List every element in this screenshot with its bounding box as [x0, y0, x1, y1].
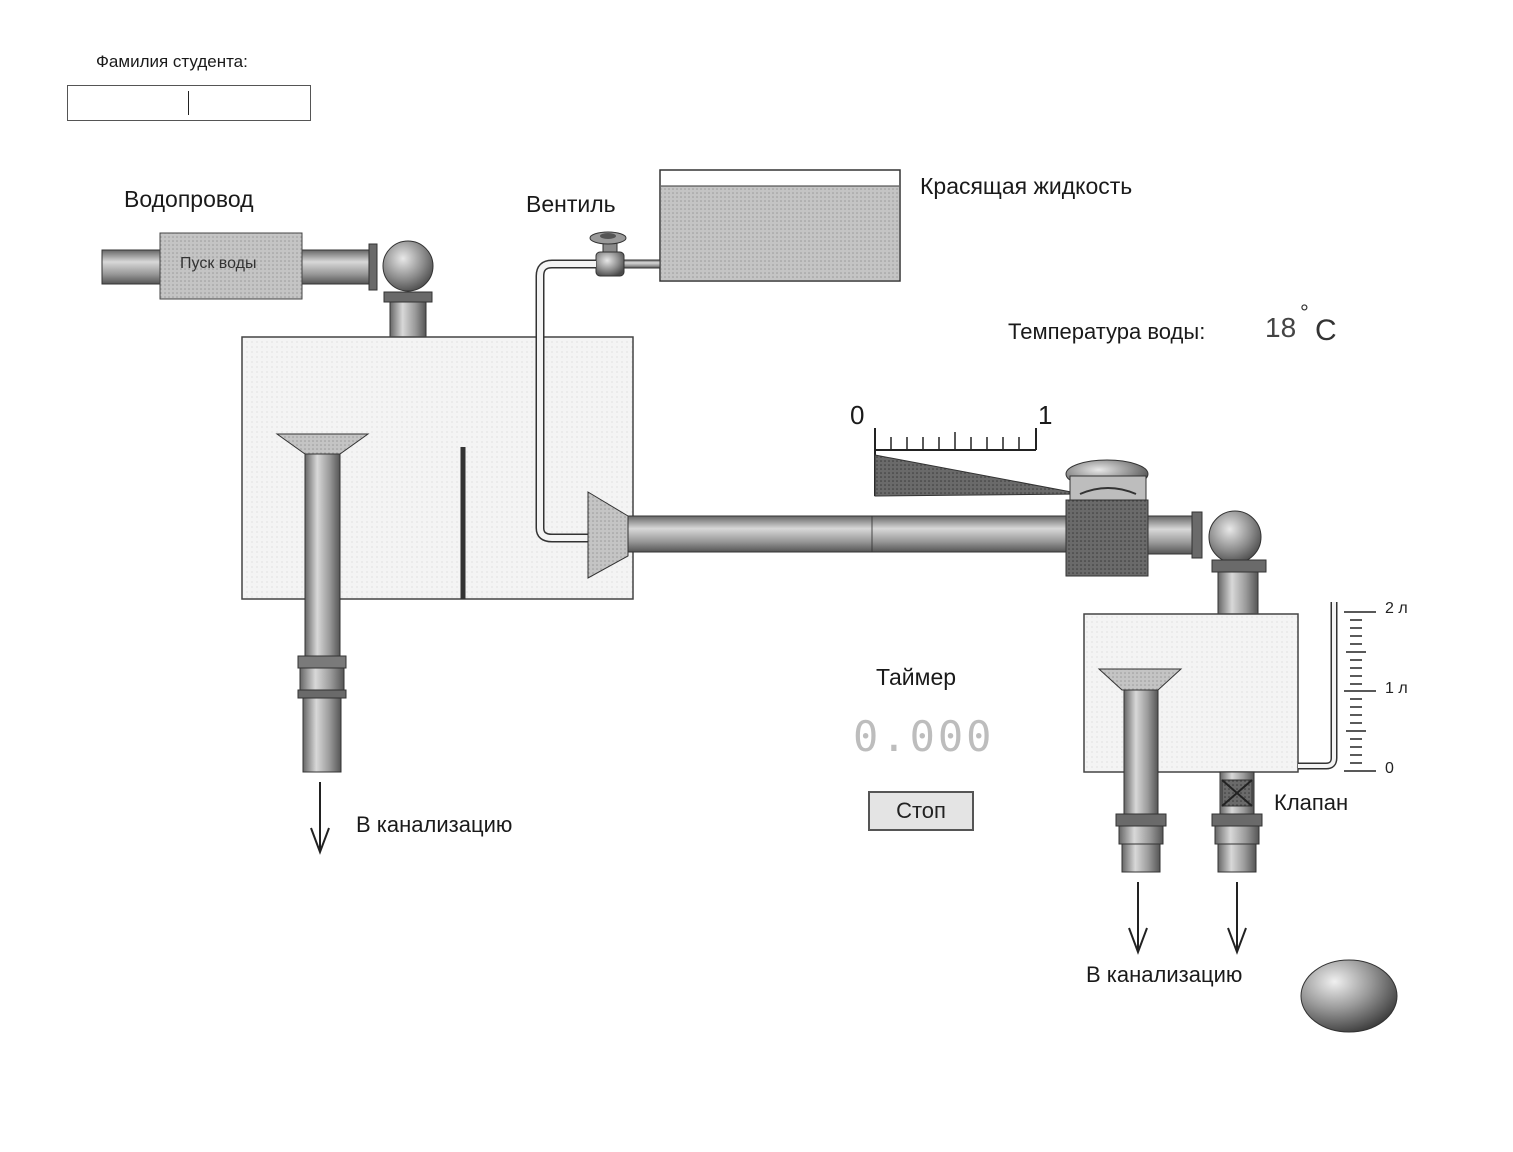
valve-icon — [589, 231, 627, 277]
flow-scale-min: 0 — [850, 400, 865, 430]
klapan-label: Клапан — [1274, 790, 1349, 815]
text-caret — [188, 91, 189, 115]
flow-scale — [874, 428, 1083, 497]
volume-mark-2l: 2 л — [1385, 600, 1408, 617]
flow-scale-max: 1 — [1038, 400, 1053, 430]
valve-label: Вентиль — [526, 191, 616, 217]
drain-arrow-down-icon — [310, 782, 330, 855]
drain-label-main: В канализацию — [356, 812, 513, 837]
main-tank — [241, 336, 634, 600]
volume-mark-1l: 1 л — [1385, 680, 1408, 697]
timer-label: Таймер — [876, 664, 957, 690]
volume-scale — [1344, 611, 1376, 772]
dye-valve-handle[interactable] — [586, 228, 630, 280]
temperature-label: Температура воды: — [1008, 319, 1206, 344]
klapan-drain — [1211, 771, 1263, 873]
degree-symbol: ° — [1300, 300, 1309, 325]
measuring-tank — [1083, 613, 1299, 773]
gauge-tube — [1298, 602, 1338, 770]
klapan-valve-toggle[interactable] — [1218, 776, 1254, 810]
drain-label-tank: В канализацию — [1086, 962, 1243, 987]
water-start-label: Пуск воды — [180, 255, 257, 272]
tank-funnel — [1097, 668, 1183, 873]
test-pipe — [587, 491, 1069, 579]
surname-label: Фамилия студента: — [96, 52, 248, 71]
volume-mark-0: 0 — [1385, 760, 1394, 777]
stop-button[interactable]: Стоп — [868, 791, 974, 831]
dye-liquid-label: Красящая жидкость — [920, 173, 1133, 199]
water-supply-label: Водопровод — [124, 186, 254, 212]
temperature-value: 18 — [1265, 312, 1297, 343]
dye-liquid-level — [661, 186, 899, 280]
surname-input[interactable] — [67, 85, 311, 121]
drain-arrows-icon — [1128, 882, 1247, 955]
overflow-funnel — [275, 433, 370, 773]
round-button[interactable] — [1298, 957, 1400, 1035]
timer-display: 0.000 — [853, 712, 995, 761]
round-button-icon — [1300, 959, 1398, 1033]
temperature-unit: C — [1315, 314, 1337, 347]
